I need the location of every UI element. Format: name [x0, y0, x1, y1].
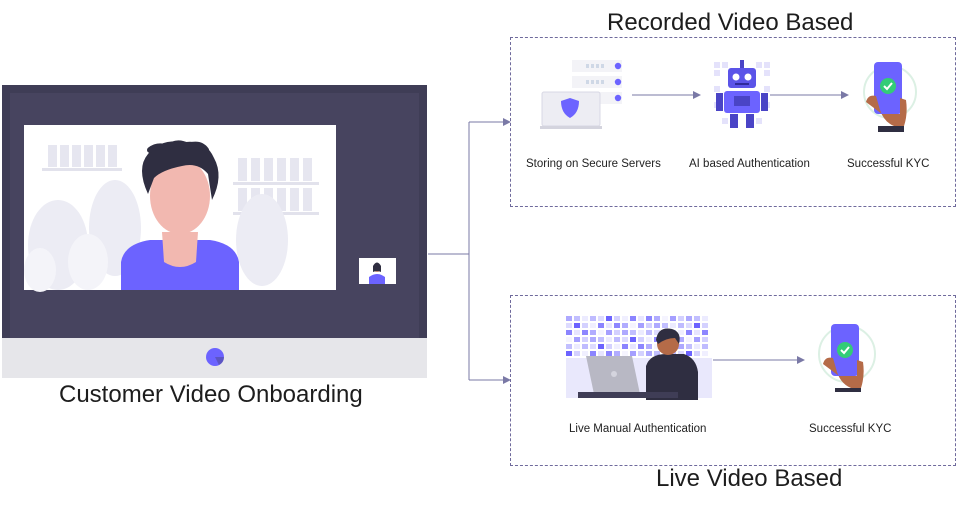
step-label-live-manual-authentication: Live Manual Authentication	[569, 423, 707, 435]
step-label-ai-authentication: AI based Authentication	[689, 158, 810, 170]
recorded-video-panel	[510, 37, 956, 207]
phone-check-icon	[818, 324, 876, 392]
live-video-panel	[510, 295, 956, 466]
step-label-live-successful-kyc: Successful KYC	[809, 423, 892, 435]
secure-server-icon	[540, 60, 622, 129]
recorded-panel-title: Recorded Video Based	[607, 9, 854, 36]
agent-laptop-icon	[566, 316, 712, 400]
step-label-successful-kyc: Successful KYC	[847, 158, 930, 170]
live-panel-title: Live Video Based	[656, 465, 843, 492]
robot-icon	[714, 60, 770, 128]
phone-check-icon	[863, 62, 917, 132]
step-label-secure-servers: Storing on Secure Servers	[526, 158, 661, 170]
monitor-illustration	[2, 85, 427, 378]
monitor-caption: Customer Video Onboarding	[59, 381, 363, 408]
